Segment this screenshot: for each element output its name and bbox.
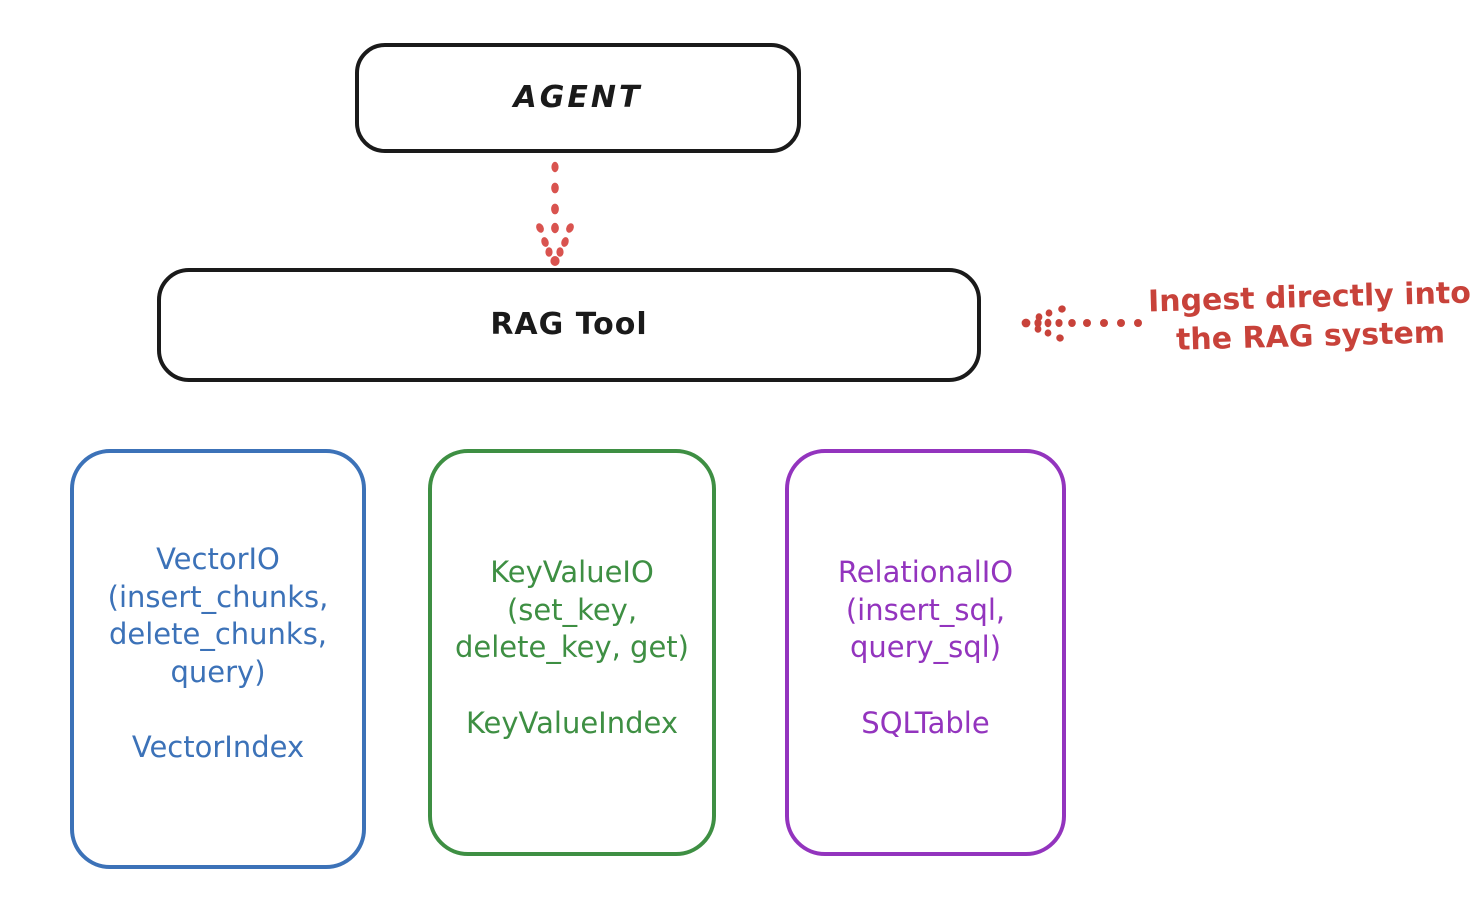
vector-io-node[interactable]: VectorIO (insert_chunks, delete_chunks, …: [70, 449, 366, 869]
ingest-pointer-arrow-icon: [1021, 305, 1142, 342]
rag-tool-node-label: RAG Tool: [490, 306, 648, 342]
agent-to-rag-tool-arrow-icon: [536, 161, 574, 266]
key-value-io-node-label: KeyValueIO (set_key, delete_key, get) Ke…: [455, 555, 689, 740]
agent-node-label: AGENT: [513, 79, 643, 115]
key-value-io-node[interactable]: KeyValueIO (set_key, delete_key, get) Ke…: [428, 449, 716, 856]
agent-node[interactable]: AGENT: [355, 43, 801, 153]
rag-tool-node[interactable]: RAG Tool: [157, 268, 981, 382]
relational-io-node[interactable]: RelationalIO (insert_sql, query_sql) SQL…: [785, 449, 1066, 856]
ingest-annotation-text: Ingest directly into the RAG system: [1147, 275, 1472, 358]
relational-io-node-label: RelationalIO (insert_sql, query_sql) SQL…: [837, 555, 1014, 740]
vector-io-node-label: VectorIO (insert_chunks, delete_chunks, …: [107, 542, 329, 765]
